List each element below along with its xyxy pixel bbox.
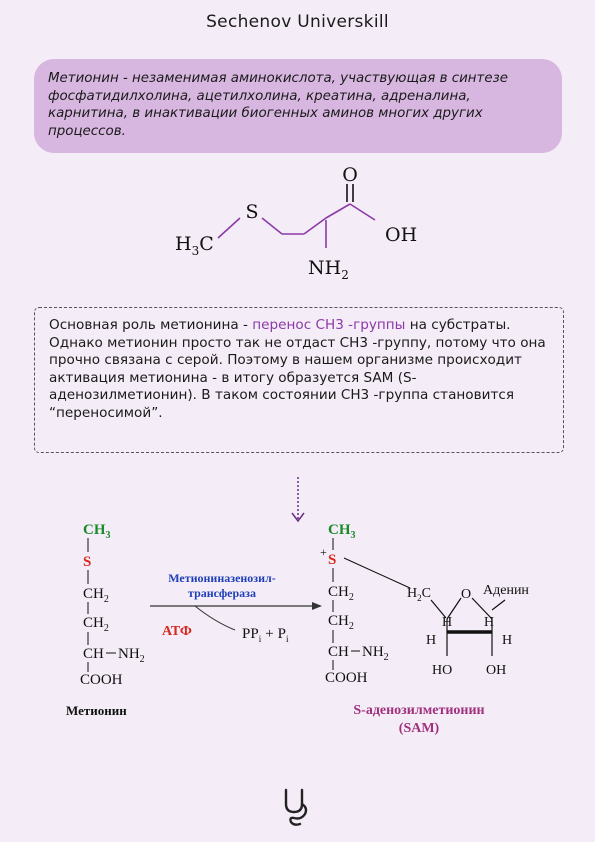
pyrophosphate-label: PPi+Pi bbox=[242, 626, 289, 644]
intro-text: Метионин - незаменимая аминокислота, уча… bbox=[48, 71, 508, 139]
enzyme-name-line1: Метиониназенозил- bbox=[168, 571, 276, 585]
adenine-label: Аденин bbox=[483, 583, 529, 598]
left-nh2: NH2 bbox=[118, 646, 145, 665]
ribose-oh: OH bbox=[486, 663, 506, 678]
left-ch3: CH3 bbox=[83, 522, 111, 541]
explanation-box: Основная роль метионина - перенос СН3 -г… bbox=[34, 307, 564, 453]
arrow-down-icon bbox=[291, 477, 305, 523]
left-ch2-a: CH2 bbox=[83, 586, 109, 605]
sam-name-line1: S-аденозилметионин bbox=[353, 703, 484, 718]
right-nh2: NH2 bbox=[362, 644, 389, 663]
explanation-highlight: перенос СН3 -группы bbox=[252, 317, 406, 333]
enzyme-name-line2: трансфераза bbox=[188, 586, 256, 600]
right-sulfur: S bbox=[328, 552, 336, 568]
sulfur-label: S bbox=[245, 201, 258, 223]
sechenov-logo-icon bbox=[284, 788, 308, 826]
amino-label: NH2 bbox=[308, 257, 349, 282]
left-ch: CH bbox=[83, 646, 104, 662]
left-cooh: COOH bbox=[80, 672, 123, 688]
methionine-name: Метионин bbox=[66, 703, 127, 718]
right-charge: + bbox=[320, 545, 327, 559]
hydroxyl-label: OH bbox=[385, 224, 417, 246]
sam-name-line2: (SAM) bbox=[399, 721, 440, 736]
methionine-skeletal-structure: S O OH H3C NH2 bbox=[175, 164, 417, 282]
ribose-h-1: H bbox=[426, 633, 436, 648]
left-sulfur: S bbox=[83, 554, 91, 570]
ribose-h-3: H bbox=[484, 615, 494, 630]
reaction-scheme: CH3 S CH2 CH2 CH NH2 COOH Метионин Метио… bbox=[66, 522, 529, 736]
ribose-ho: HO bbox=[432, 663, 452, 678]
oxygen-label: O bbox=[342, 164, 358, 186]
right-ch3: CH3 bbox=[328, 522, 356, 541]
explanation-text-2: на субстраты. Однако метионин просто так… bbox=[49, 317, 546, 421]
brand-title: Sechenov Universkill bbox=[206, 12, 389, 32]
right-ch2-a: CH2 bbox=[328, 584, 354, 603]
ribose-h2c: H2C bbox=[407, 586, 431, 603]
right-ch: CH bbox=[328, 644, 349, 660]
ribose-h-4: H bbox=[502, 633, 512, 648]
left-ch2-b: CH2 bbox=[83, 615, 109, 634]
ribose-oxygen: O bbox=[461, 587, 471, 602]
explanation-text-1: Основная роль метионина - bbox=[49, 317, 253, 333]
right-ch2-b: CH2 bbox=[328, 613, 354, 632]
methyl-label: H3C bbox=[175, 233, 214, 258]
atp-label: АТФ bbox=[162, 624, 192, 639]
right-cooh: COOH bbox=[325, 670, 368, 686]
intro-box: Метионин - незаменимая аминокислота, уча… bbox=[34, 59, 562, 153]
